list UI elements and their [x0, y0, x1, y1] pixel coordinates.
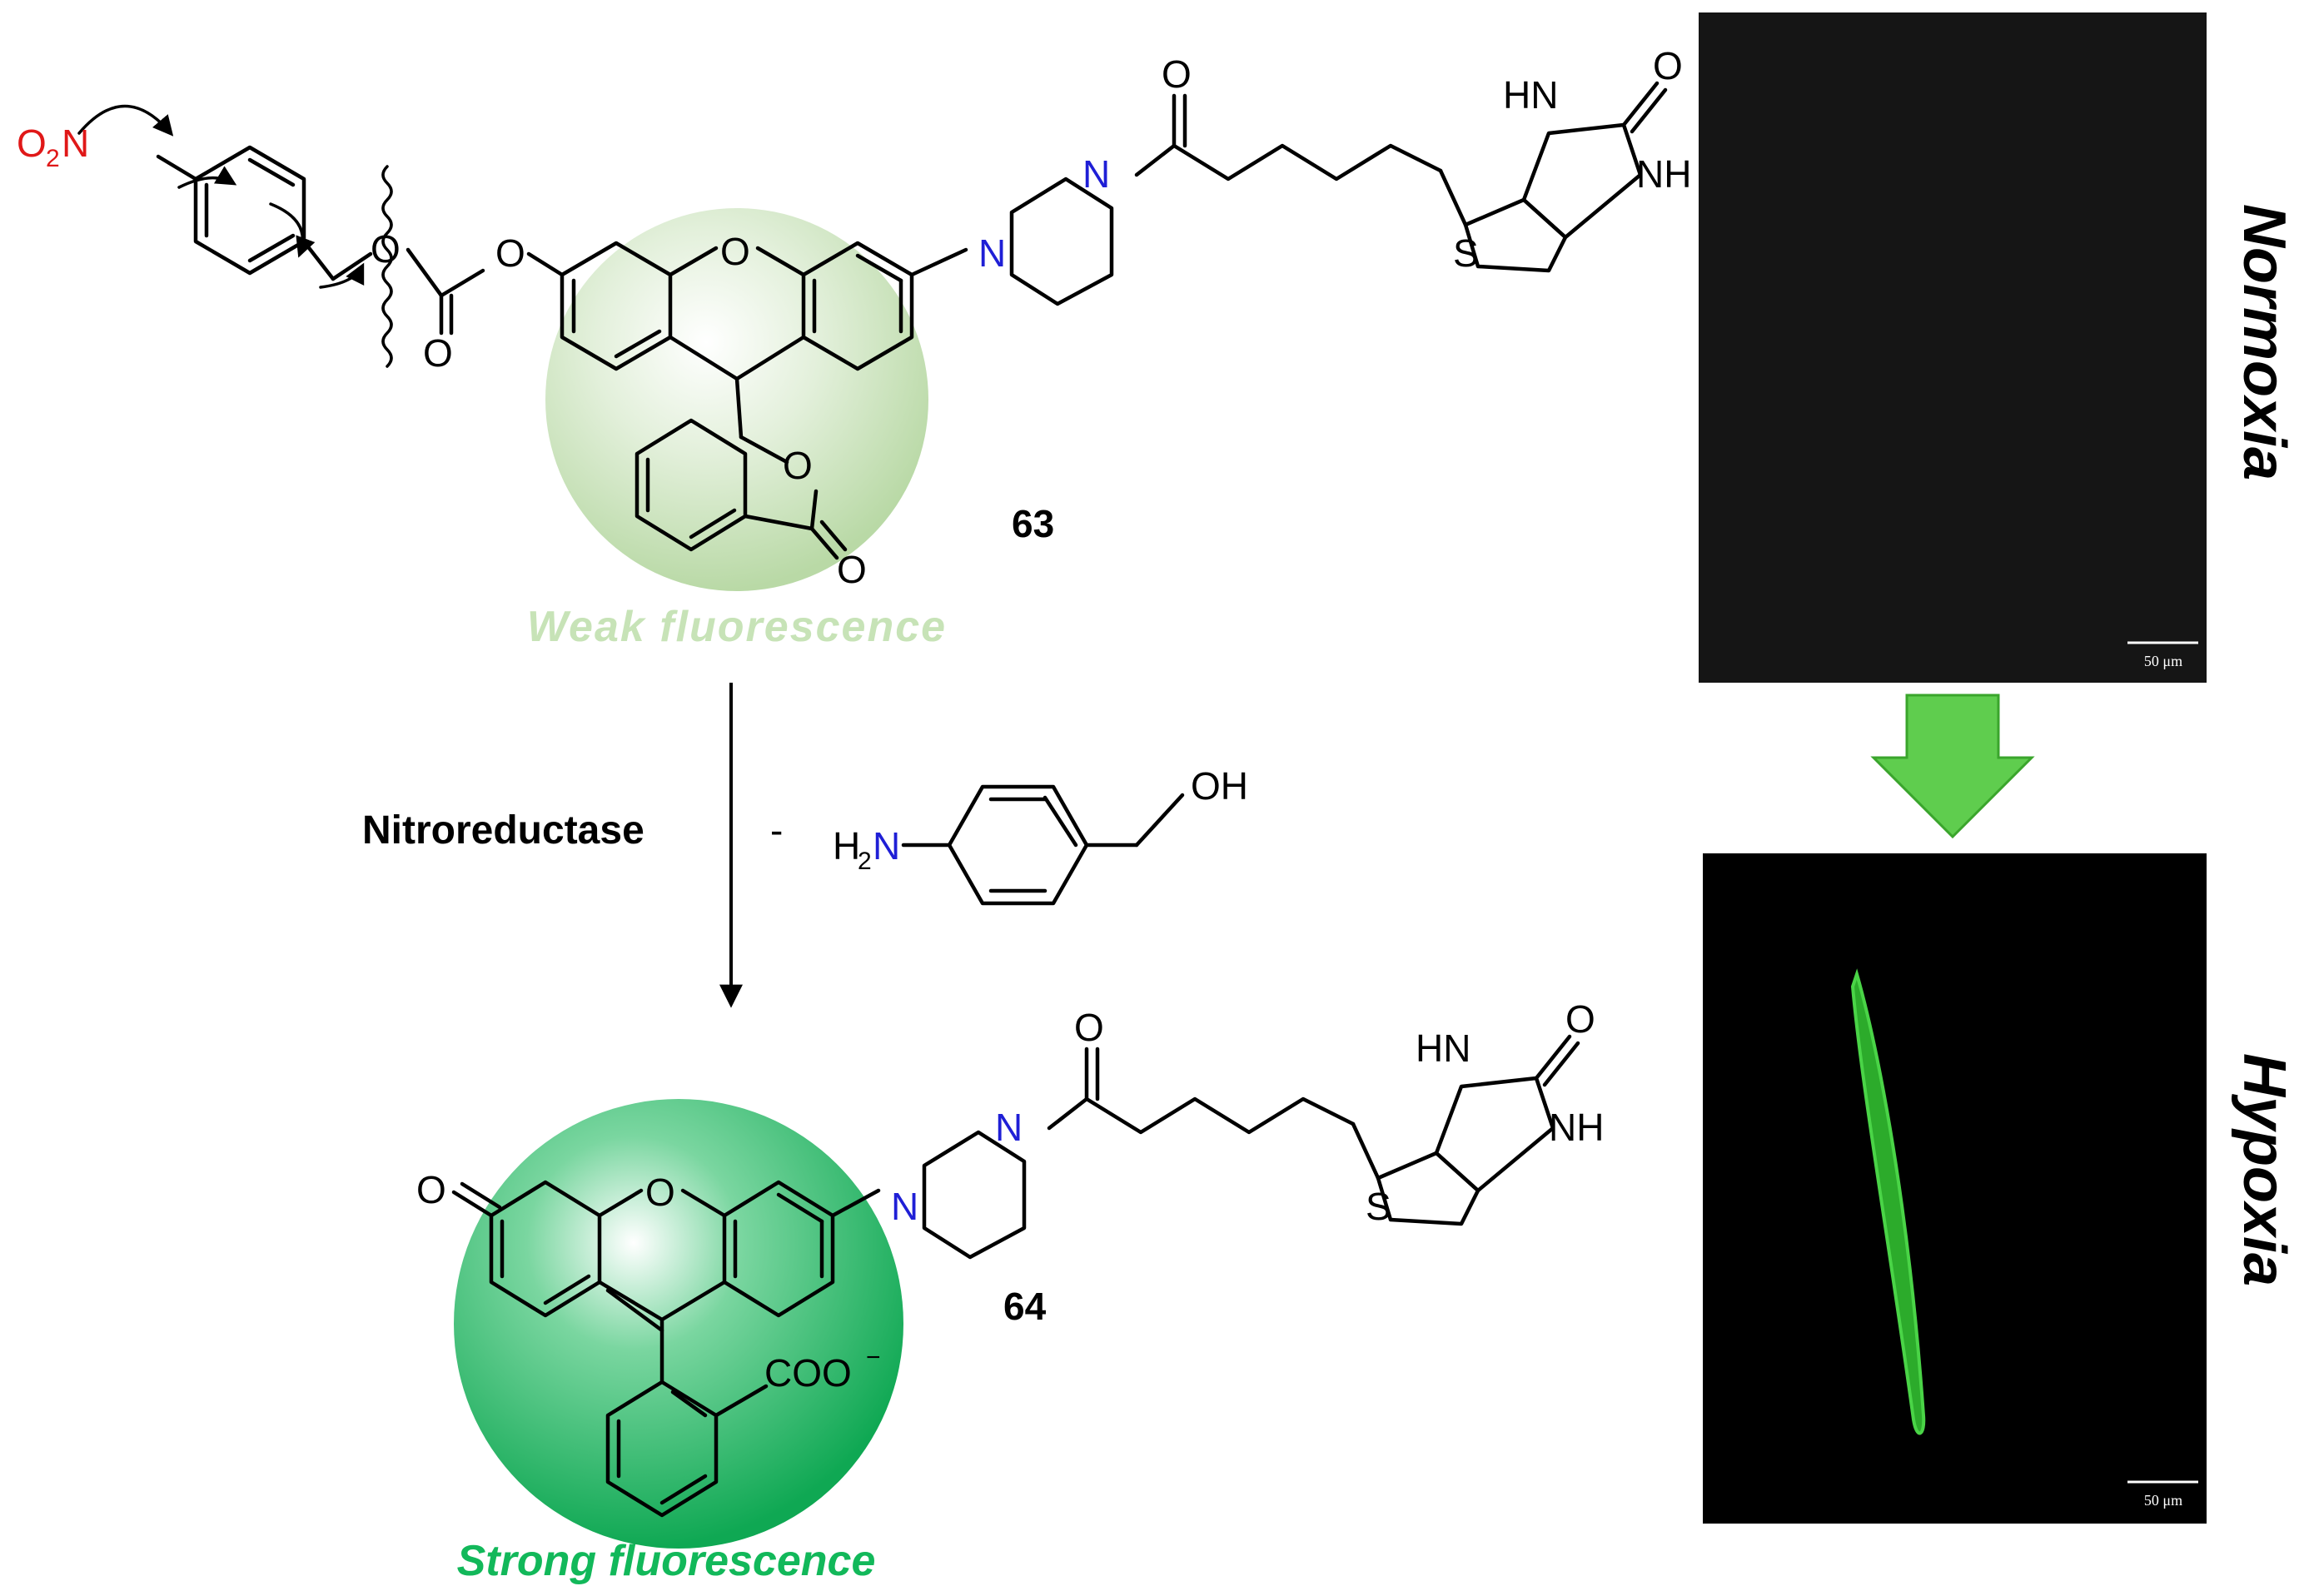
piperazine-n1-label: N: [978, 231, 1006, 275]
hypoxia-scale-bar: 50 μm: [2144, 1492, 2182, 1509]
coo-charge: −: [866, 1344, 881, 1371]
thiophane-s-label: S: [1453, 231, 1479, 275]
enzyme-label: Nitroreductase: [362, 808, 644, 853]
xanthene-o-label: O: [720, 230, 750, 273]
hypoxia-label: Hypoxia: [2231, 1053, 2297, 1286]
weak-fluorescence-label: Weak fluorescence: [527, 603, 947, 651]
compound-64-number: 64: [1003, 1285, 1047, 1328]
aminobenzyl-alcohol-structure: H 2 N OH: [833, 764, 1248, 906]
biotin-hn-label-64: HN: [1416, 1027, 1470, 1070]
piperazine-n2-label: N: [1082, 152, 1110, 196]
nitro-n-label: N: [62, 122, 89, 165]
nitro-subscript: 2: [46, 145, 60, 172]
amide-o-label: O: [1162, 52, 1192, 96]
byproduct-minus: -: [770, 808, 783, 852]
carbonyl-o-label: O: [423, 331, 453, 375]
fluorescent-cell: [1850, 968, 1926, 1435]
piperazine-n2-label-64: N: [995, 1106, 1023, 1149]
byproduct-h-subscript: 2: [858, 848, 872, 875]
hypoxia-panel: 50 μm: [1703, 853, 2207, 1524]
byproduct-amine-n: N: [873, 824, 900, 868]
normoxia-panel: 50 μm: [1699, 12, 2207, 683]
lactone-o-label: O: [783, 444, 813, 487]
compound-63-structure: O 2 N O O O O O O N N O S HN O NH 63: [17, 44, 1691, 591]
thiophane-s-label-64: S: [1366, 1185, 1391, 1228]
biotin-nh-label: NH: [1636, 152, 1691, 196]
biotin-nh-label-64: NH: [1549, 1106, 1604, 1149]
byproduct-h-label: H: [833, 824, 860, 868]
normoxia-scale-bar: 50 μm: [2144, 653, 2182, 669]
coo-label: COO: [764, 1351, 852, 1395]
biotin-hn-label: HN: [1503, 73, 1558, 117]
compound-63-number: 63: [1012, 502, 1054, 545]
piperazine-n1-label-64: N: [891, 1185, 918, 1228]
strong-fluorescence-halo: [454, 1099, 903, 1549]
compound-64-structure: O O COO − N N O S HN O NH 64: [416, 997, 1604, 1518]
urea-o-label: O: [1653, 44, 1683, 87]
lactone-carbonyl-o-label: O: [837, 548, 867, 591]
nitro-o-label: O: [17, 122, 47, 165]
aryl-o-label: O: [495, 231, 525, 275]
normoxia-label: Normoxia: [2231, 204, 2297, 480]
urea-o-label-64: O: [1565, 997, 1595, 1041]
xanthene-o-label-64: O: [645, 1171, 675, 1214]
transition-arrow: [1870, 694, 2035, 839]
strong-fluorescence-label: Strong fluorescence: [457, 1537, 876, 1585]
ester-o-label: O: [371, 227, 401, 271]
quinone-o-label: O: [416, 1168, 446, 1211]
amide-o-label-64: O: [1074, 1006, 1104, 1049]
byproduct-oh-label: OH: [1191, 764, 1248, 808]
